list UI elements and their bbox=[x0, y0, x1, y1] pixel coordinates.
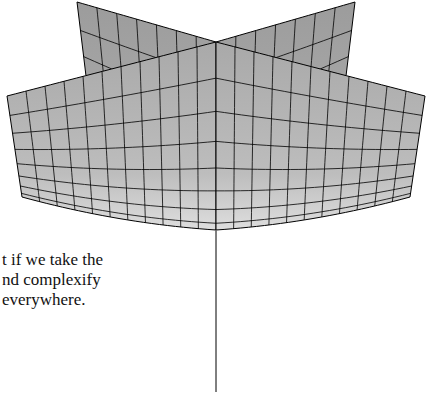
grid-line bbox=[251, 52, 254, 227]
grid-line bbox=[269, 57, 273, 225]
grid-line bbox=[140, 62, 145, 223]
grid-line bbox=[26, 91, 40, 202]
grid-line bbox=[15, 141, 216, 149]
grid-line bbox=[375, 86, 387, 206]
grid-line bbox=[159, 57, 163, 225]
grid-line bbox=[322, 71, 330, 217]
grid-line bbox=[83, 76, 93, 213]
grid-line bbox=[234, 47, 235, 229]
grid-line bbox=[17, 164, 216, 170]
grid-line bbox=[287, 62, 292, 223]
sheet-surface bbox=[216, 42, 425, 230]
body-text-fragment: nd complexify bbox=[2, 270, 101, 290]
front-sheet bbox=[216, 42, 425, 230]
grid-line bbox=[216, 141, 417, 149]
grid-line bbox=[216, 176, 413, 191]
grid-line bbox=[216, 193, 411, 223]
grid-line bbox=[21, 193, 216, 223]
sheet-surface bbox=[7, 42, 216, 230]
grid-line bbox=[197, 47, 198, 229]
body-text-fragment: t if we take the bbox=[2, 250, 103, 270]
front-sheet bbox=[7, 42, 216, 230]
grid-line bbox=[19, 176, 216, 191]
grid-line bbox=[64, 81, 75, 210]
grid-line bbox=[339, 76, 349, 213]
body-text-fragment: everywhere. bbox=[2, 290, 86, 310]
grid-line bbox=[10, 78, 216, 115]
grid-line bbox=[102, 71, 110, 217]
grid-line bbox=[45, 86, 57, 206]
grid-line bbox=[216, 78, 422, 115]
grid-line bbox=[178, 52, 181, 227]
grid-line bbox=[216, 186, 412, 210]
axis-line bbox=[216, 231, 217, 392]
grid-line bbox=[216, 164, 415, 170]
grid-line bbox=[121, 67, 128, 220]
grid-line bbox=[304, 67, 311, 220]
grid-line bbox=[357, 81, 368, 210]
grid-line bbox=[20, 186, 216, 210]
grid-line bbox=[13, 111, 216, 133]
grid-line bbox=[216, 111, 419, 133]
grid-line bbox=[392, 91, 406, 202]
